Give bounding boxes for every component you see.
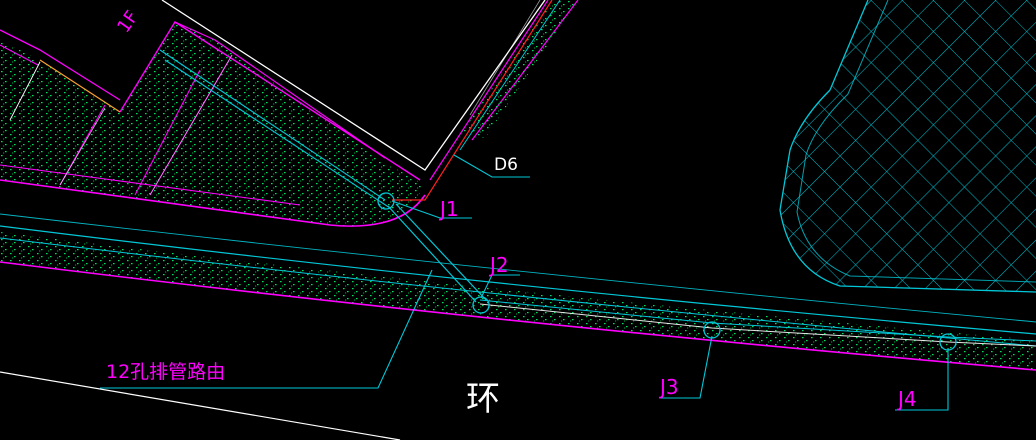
junction-wells <box>377 192 957 351</box>
leader-lines <box>100 154 949 411</box>
junction-well-j1 <box>377 192 395 210</box>
duct-tag-d6: D6 <box>494 155 518 175</box>
junction-label-j3: J3 <box>658 375 679 399</box>
planting-area-upper <box>0 21 426 228</box>
junction-label-j4: J4 <box>896 387 917 411</box>
road-name-char: 环 <box>466 379 500 419</box>
building-outline <box>161 0 579 201</box>
paving-area <box>779 0 1036 293</box>
floor-tag: 1F <box>113 7 143 37</box>
road-planting-strip <box>0 203 1036 371</box>
route-note: 12孔排管路由 <box>106 361 225 383</box>
road-edge-line <box>0 371 401 440</box>
junction-label-j1: J1 <box>438 197 459 221</box>
junction-label-j2: J2 <box>488 253 509 277</box>
